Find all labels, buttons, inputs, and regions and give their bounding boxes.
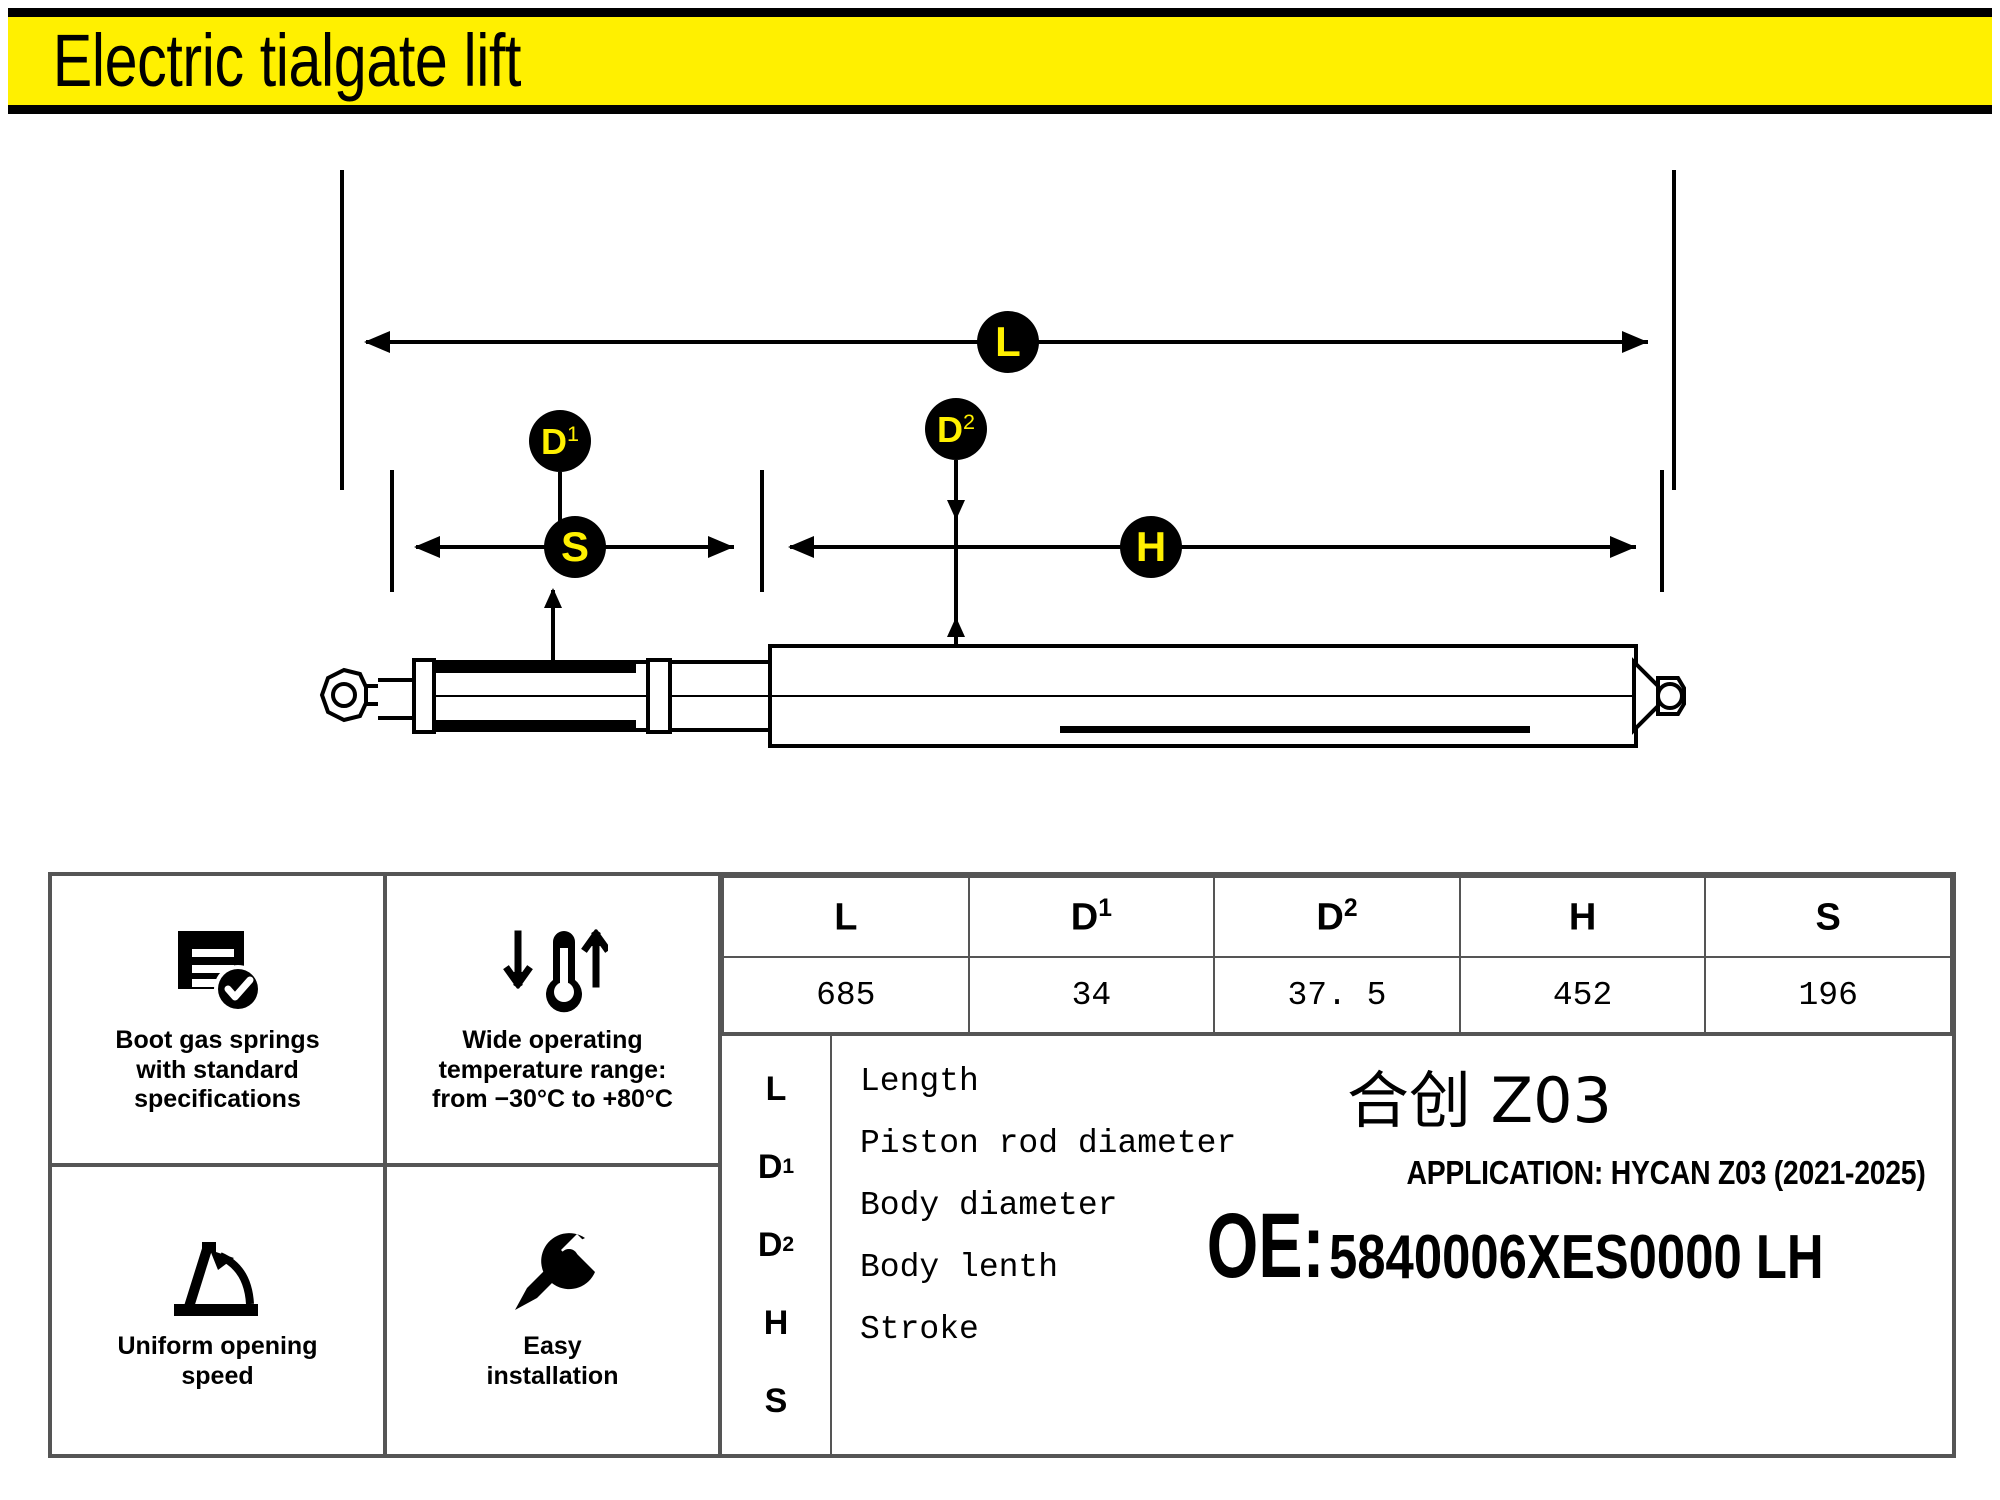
dimension-value-S: 196 (1704, 956, 1952, 1034)
brand-model-text: 合创 Z03 (1346, 1064, 1612, 1137)
dimension-table: L D1 D2 H S 685 34 37. 5 452 196 (722, 876, 1952, 1034)
leader-line-D2 (954, 460, 958, 502)
thermometer-range-icon (498, 924, 608, 1020)
legend-definition-S: Stroke (860, 1310, 979, 1348)
dimension-badge-D1: D1 (529, 410, 591, 472)
legend-definition-H: Body lenth (860, 1248, 1059, 1286)
application-text: APPLICATION: HYCAN Z03 (2021-2025) (1406, 1154, 1926, 1191)
dimension-badge-H: H (1120, 516, 1182, 578)
dimension-arrow-S-right (708, 536, 734, 558)
document-check-icon (170, 924, 266, 1020)
leader-arrow-D2-bottom (947, 617, 965, 637)
wrench-icon (505, 1230, 601, 1326)
cylinder-body-print-band (1060, 726, 1530, 733)
dimension-arrow-H-right (1610, 536, 1636, 558)
dimension-value-D2: 37. 5 (1213, 956, 1461, 1034)
dimension-value-D1: 34 (967, 956, 1216, 1034)
dimension-badge-D1-text: D1 (540, 420, 579, 462)
ball-socket-eyelet-right (1632, 656, 1712, 741)
dimension-table-header-row: L D1 D2 H S (722, 876, 1952, 958)
legend-definition-L: Length (860, 1062, 979, 1100)
witness-line-right-H (1660, 470, 1664, 592)
dimension-header-L: L (722, 876, 970, 958)
page-title: Electric tialgate lift (52, 19, 522, 102)
legend-definition-D2: Body diameter (860, 1186, 1118, 1224)
dimension-value-L: 685 (722, 956, 970, 1034)
dimension-arrow-S-left (414, 536, 440, 558)
leader-line-D1-lower (551, 590, 555, 662)
witness-line-left-L (340, 170, 344, 490)
legend-symbol-L: L (765, 1069, 787, 1108)
legend-symbol-H: H (763, 1303, 789, 1342)
piston-rod-centerline (436, 695, 770, 697)
legend-definition-D1: Piston rod diameter (860, 1124, 1237, 1162)
dimension-arrow-L-right (1622, 331, 1648, 353)
witness-line-left-S (390, 470, 394, 592)
oe-label: OE: (1207, 1195, 1325, 1297)
dimension-header-H: H (1458, 876, 1707, 958)
witness-line-mid-S (760, 470, 764, 592)
legend-definition-column: Length Piston rod diameter Body diameter… (832, 1036, 1952, 1454)
dimension-header-D2: D2 (1213, 876, 1461, 958)
piston-rod-bottom-shade (436, 720, 636, 729)
dimension-badge-H-text: H (1135, 523, 1167, 570)
tailgate-angle-icon (166, 1230, 270, 1326)
gas-spring-technical-drawing: L D1 D2 (0, 120, 2000, 820)
witness-line-right-L (1672, 170, 1676, 490)
dimension-badge-D2: D2 (925, 398, 987, 460)
dimension-line-H (790, 545, 1636, 549)
dimension-badge-D2-text: D2 (936, 408, 975, 450)
dimension-badge-L: L (977, 311, 1039, 373)
leader-line-D2-lower (954, 502, 958, 657)
dimension-header-S: S (1704, 876, 1952, 958)
leader-arrow-D1-bottom (544, 588, 562, 608)
leader-line-D1 (558, 472, 562, 530)
piston-rod-top-shade (436, 664, 636, 673)
title-banner: Electric tialgate lift (8, 8, 1992, 114)
dimension-table-value-row: 685 34 37. 5 452 196 (722, 956, 1952, 1034)
dimension-badge-S: S (544, 516, 606, 578)
dimension-arrow-H-left (788, 536, 814, 558)
dimension-badge-S-text: S (560, 523, 589, 570)
guide-collar (646, 658, 672, 734)
oe-block: OE: 5840006XES0000 LH (1161, 1195, 1932, 1297)
branding-block: 合创 Z03 APPLICATION: HYCAN Z03 (2021-2025… (962, 1042, 1942, 1460)
legend-symbol-S: S (764, 1381, 788, 1420)
dimension-arrow-L-left (364, 331, 390, 353)
oe-number: 5840006XES0000 LH (1328, 1222, 1824, 1292)
dimension-header-D1: D1 (967, 876, 1216, 958)
dimension-badge-L-text: L (995, 318, 1021, 365)
piston-rod-neck (378, 678, 414, 720)
ball-socket-eyelet-right-shape (1632, 657, 1686, 735)
cylinder-body-centerline (772, 695, 1634, 697)
dimension-value-H: 452 (1458, 956, 1707, 1034)
